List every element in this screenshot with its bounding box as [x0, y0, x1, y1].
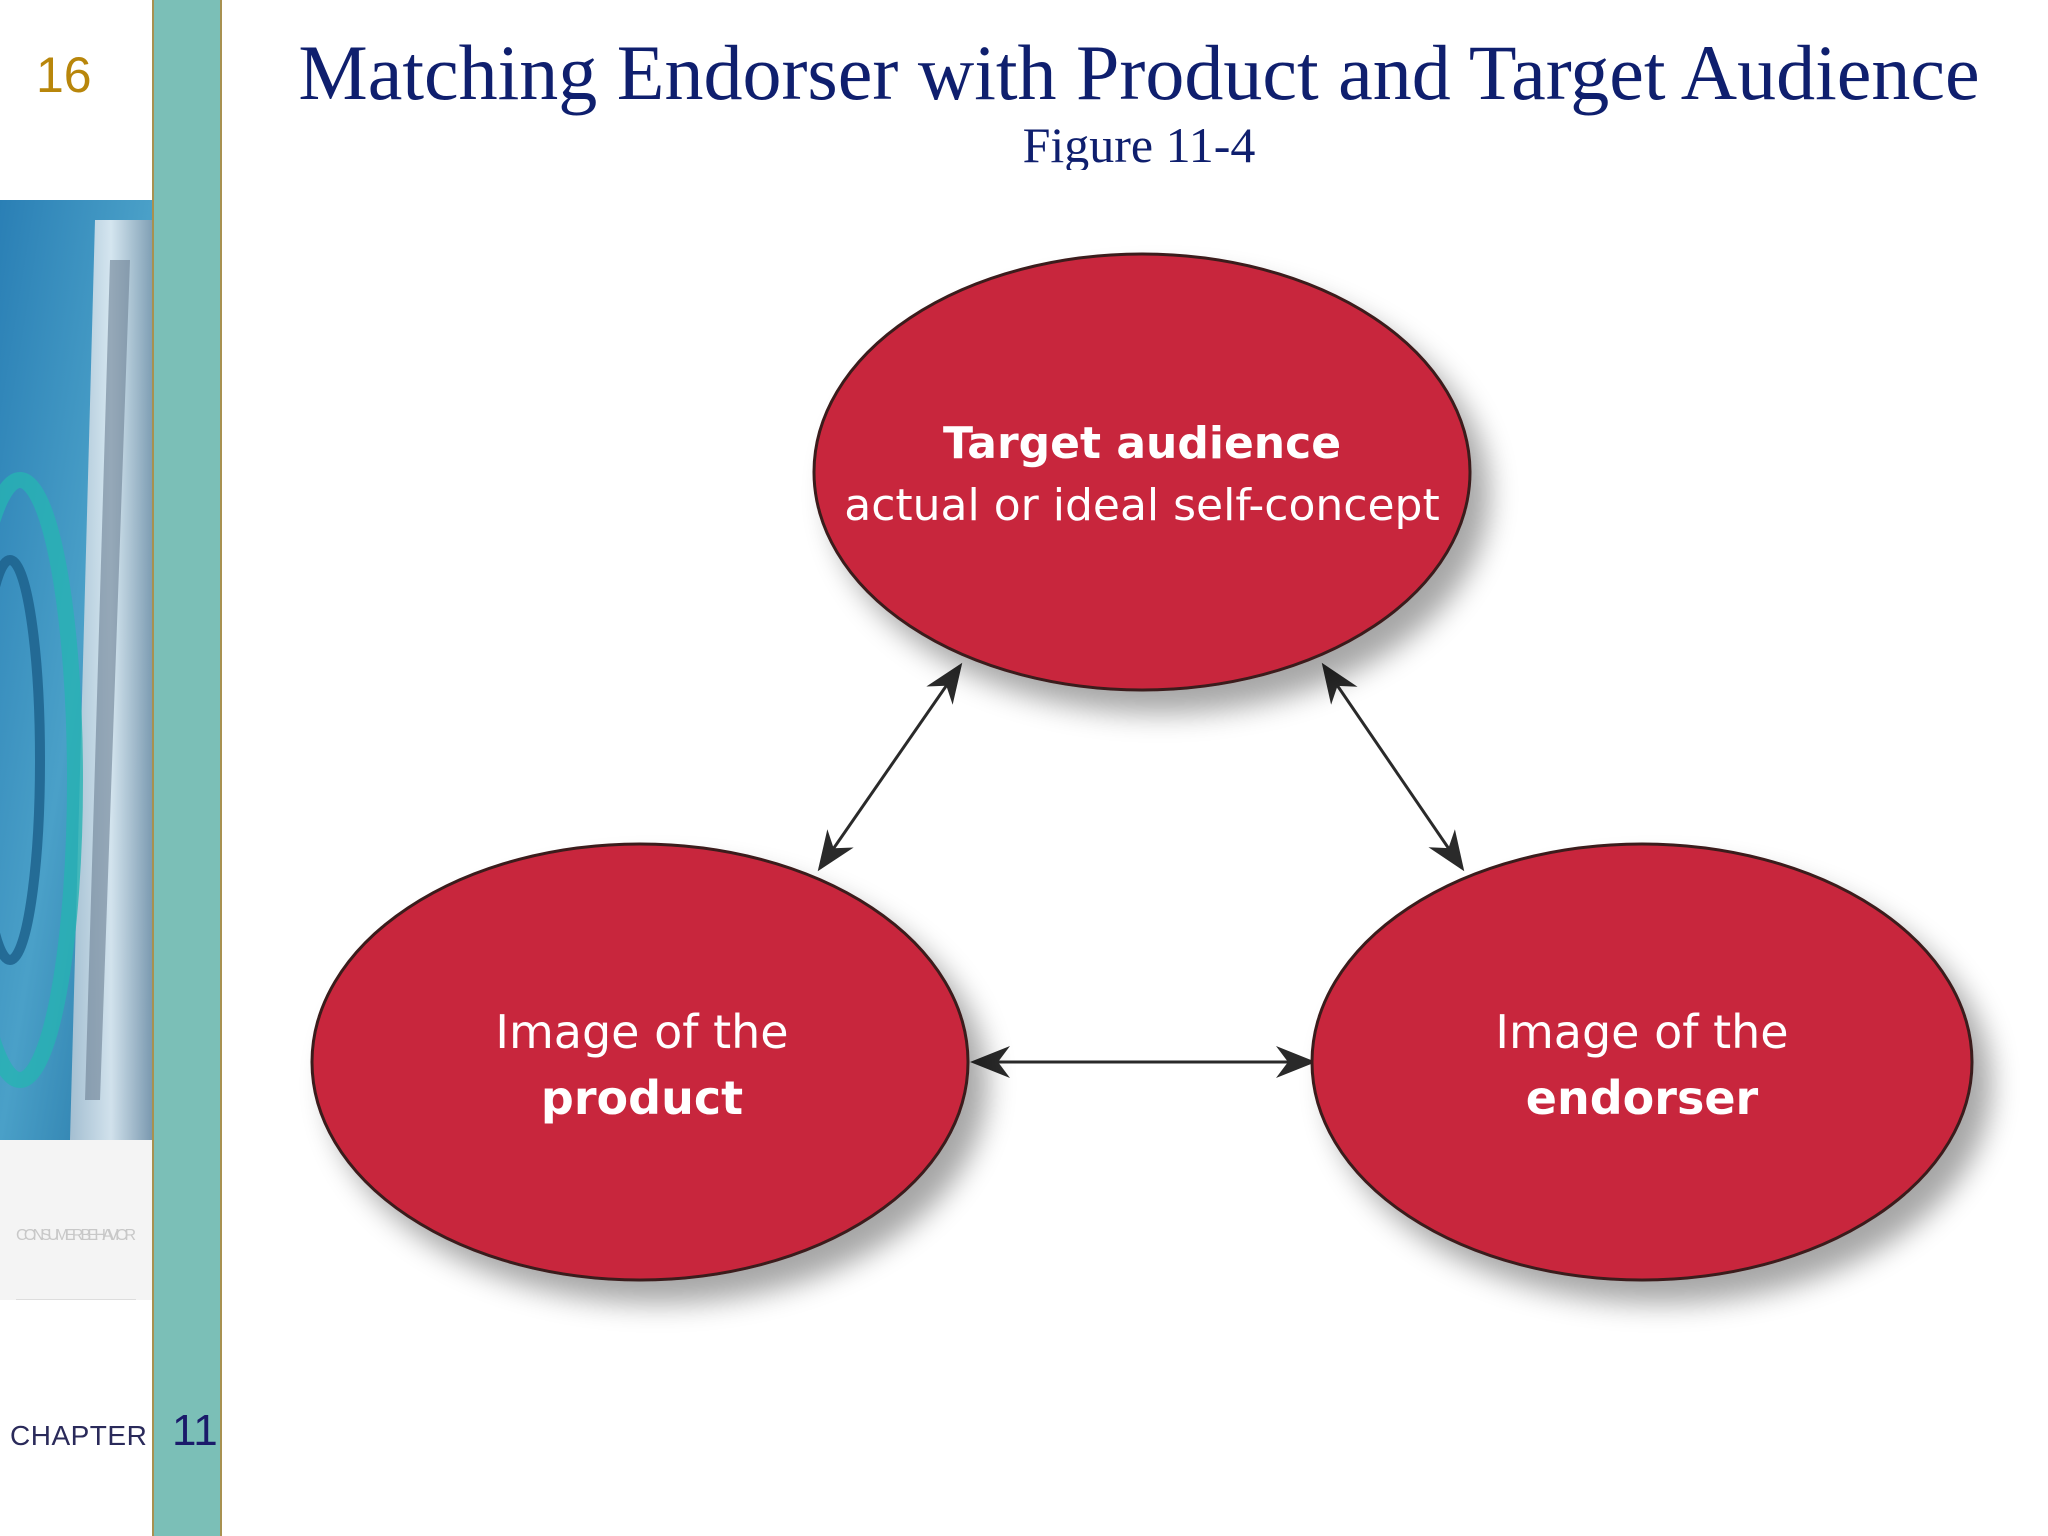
chapter-number: 11	[172, 1406, 218, 1455]
node-endorser-image	[1310, 842, 1974, 1282]
slide-title: Matching Endorser with Product and Targe…	[298, 29, 1980, 116]
node-product-image-line2: product	[541, 1071, 743, 1125]
endorser-matching-diagram: Target audience actual or ideal self-con…	[280, 220, 2020, 1400]
node-target-audience-line1: Target audience	[943, 418, 1341, 469]
sidebar-stripe	[152, 0, 222, 1536]
cover-title: CONSUMER BEHAVIOR	[16, 1227, 136, 1244]
node-endorser-image-line2: endorser	[1526, 1071, 1759, 1125]
node-product-image-line1: Image of the	[495, 1005, 788, 1059]
book-cover-image: CONSUMER BEHAVIOR	[0, 200, 152, 1300]
node-target-audience-line2: actual or ideal self-concept	[844, 480, 1439, 531]
chapter-label: CHAPTER	[10, 1420, 148, 1451]
connector-target-product	[817, 662, 963, 872]
node-target-audience	[812, 252, 1472, 692]
slide-number: 16	[36, 47, 92, 103]
node-endorser-image-line1: Image of the	[1495, 1005, 1788, 1059]
node-endorser-image-shape	[1310, 842, 1974, 1282]
node-product-image-shape	[310, 842, 970, 1282]
connector-target-endorser	[1321, 662, 1465, 872]
slide-subtitle: Figure 11-4	[1022, 118, 1256, 170]
node-target-audience-shape	[812, 252, 1472, 692]
node-product-image	[310, 842, 970, 1282]
